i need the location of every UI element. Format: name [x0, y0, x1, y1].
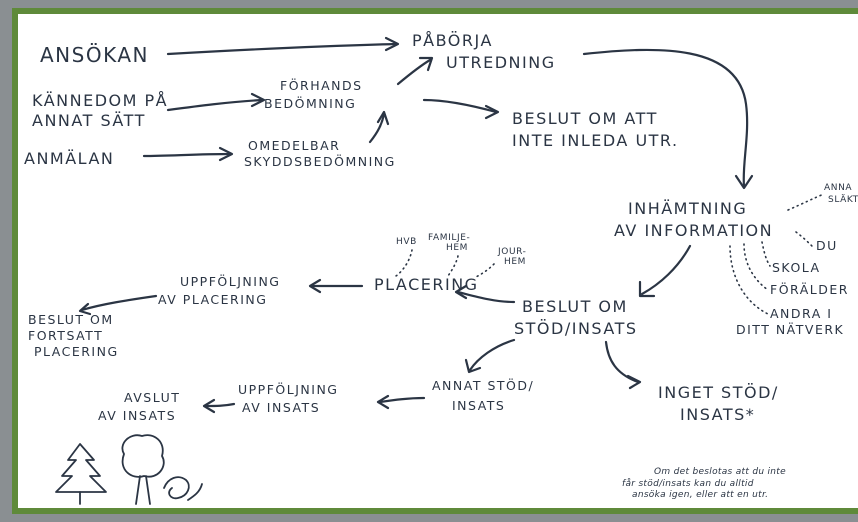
node-uppf-ins-line1: UPPFÖLJNING	[238, 381, 338, 397]
tree-doodle-icon	[55, 434, 203, 505]
node-beslut-inte-line2: INTE INLEDA UTR.	[512, 131, 679, 150]
node-inget-line2: INSATS*	[680, 405, 755, 424]
source-slakt: SLÄKT	[828, 194, 858, 205]
node-paborja-line1: PÅBÖRJA	[412, 31, 493, 50]
dotted-connectors-placements	[395, 249, 495, 279]
node-placering: PLACERING	[374, 275, 479, 294]
node-beslut-fort-line2: FORTSATT	[28, 328, 103, 343]
arrow-omedelbar-to-forhands	[368, 110, 390, 144]
arrow-inhamtning-to-beslut-stod	[638, 244, 692, 298]
arrow-ansokan-to-paborja	[166, 36, 400, 56]
flow-diagram: ANSÖKAN PÅBÖRJA UTREDNING KÄNNEDOM PÅ AN…	[24, 31, 858, 505]
node-beslut-inte-line1: BESLUT OM ATT	[512, 109, 658, 128]
node-uppf-plac-line1: UPPFÖLJNING	[180, 273, 280, 289]
node-forhands-line1: FÖRHANDS	[280, 77, 363, 93]
node-ansokan: ANSÖKAN	[40, 43, 149, 67]
node-omedelbar-line2: SKYDDSBEDÖMNING	[244, 153, 396, 169]
arrow-paborja-to-inhamtning	[582, 48, 754, 190]
arrow-uppf-plac-to-beslut-fort	[78, 294, 158, 316]
placement-hvb: HVB	[396, 237, 417, 247]
node-beslut-fort-line3: PLACERING	[34, 344, 119, 359]
node-annat-line2: INSATS	[452, 398, 505, 413]
node-inget-line1: INGET STÖD/	[658, 383, 779, 402]
arrow-anmalan-to-omedelbar	[142, 146, 234, 162]
footnote-line1: Om det beslotas att du inte	[654, 467, 786, 477]
arrow-kannedom-to-forhands	[166, 92, 266, 112]
arrow-uppf-ins-to-avslut	[202, 398, 236, 414]
node-beslut-fort-line1: BESLUT OM	[28, 312, 114, 327]
placement-familje-line1: FAMILJE-	[428, 233, 470, 243]
arrow-beslut-stod-to-inget	[604, 340, 642, 390]
placement-jour-line1: JOUR-	[497, 247, 526, 257]
diagram-canvas: ANSÖKAN PÅBÖRJA UTREDNING KÄNNEDOM PÅ AN…	[12, 8, 858, 514]
node-kannedom-line2: ANNAT SÄTT	[32, 111, 146, 130]
arrow-beslut-stod-to-placering	[454, 284, 516, 304]
arrow-forhands-to-beslut-inte	[422, 98, 500, 120]
arrow-annat-to-uppf-ins	[376, 394, 426, 410]
node-uppf-ins-line2: AV INSATS	[242, 400, 320, 415]
source-foralder: FÖRÄLDER	[770, 281, 849, 297]
arrow-forhands-to-paborja	[396, 56, 434, 86]
placement-jour-line2: HEM	[504, 257, 526, 267]
node-forhands-line2: BEDÖMNING	[264, 95, 356, 111]
node-inhamtning-line1: INHÄMTNING	[628, 199, 747, 218]
node-omedelbar-line1: OMEDELBAR	[248, 138, 340, 153]
node-annat-line1: ANNAT STÖD/	[432, 377, 534, 393]
node-beslut-stod-line2: STÖD/INSATS	[514, 319, 638, 338]
source-natverk: DITT NÄTVERK	[736, 322, 844, 337]
node-paborja-line2: UTREDNING	[446, 53, 556, 72]
source-skola: SKOLA	[772, 260, 821, 275]
node-beslut-stod-line1: BESLUT OM	[522, 297, 628, 316]
source-anna: ANNA	[824, 183, 852, 193]
node-kannedom-line1: KÄNNEDOM PÅ	[32, 91, 168, 110]
footnote-line3: ansöka igen, eller att en utr.	[632, 490, 768, 500]
source-du: DU	[816, 238, 838, 253]
node-avslut-line2: AV INSATS	[98, 408, 176, 423]
node-avslut-line1: AVSLUT	[124, 390, 180, 405]
placement-familje-line2: HEM	[446, 243, 468, 253]
arrow-beslut-stod-to-annat	[464, 338, 516, 374]
dotted-connectors-sources	[729, 193, 825, 315]
footnote-line2: får stöd/insats kan du alltid	[622, 478, 754, 489]
source-andra: ANDRA I	[770, 306, 832, 321]
node-inhamtning-line2: AV INFORMATION	[614, 221, 773, 240]
node-uppf-plac-line2: AV PLACERING	[158, 292, 267, 307]
node-anmalan: ANMÄLAN	[24, 149, 114, 168]
arrow-placering-to-uppf-plac	[308, 278, 364, 294]
